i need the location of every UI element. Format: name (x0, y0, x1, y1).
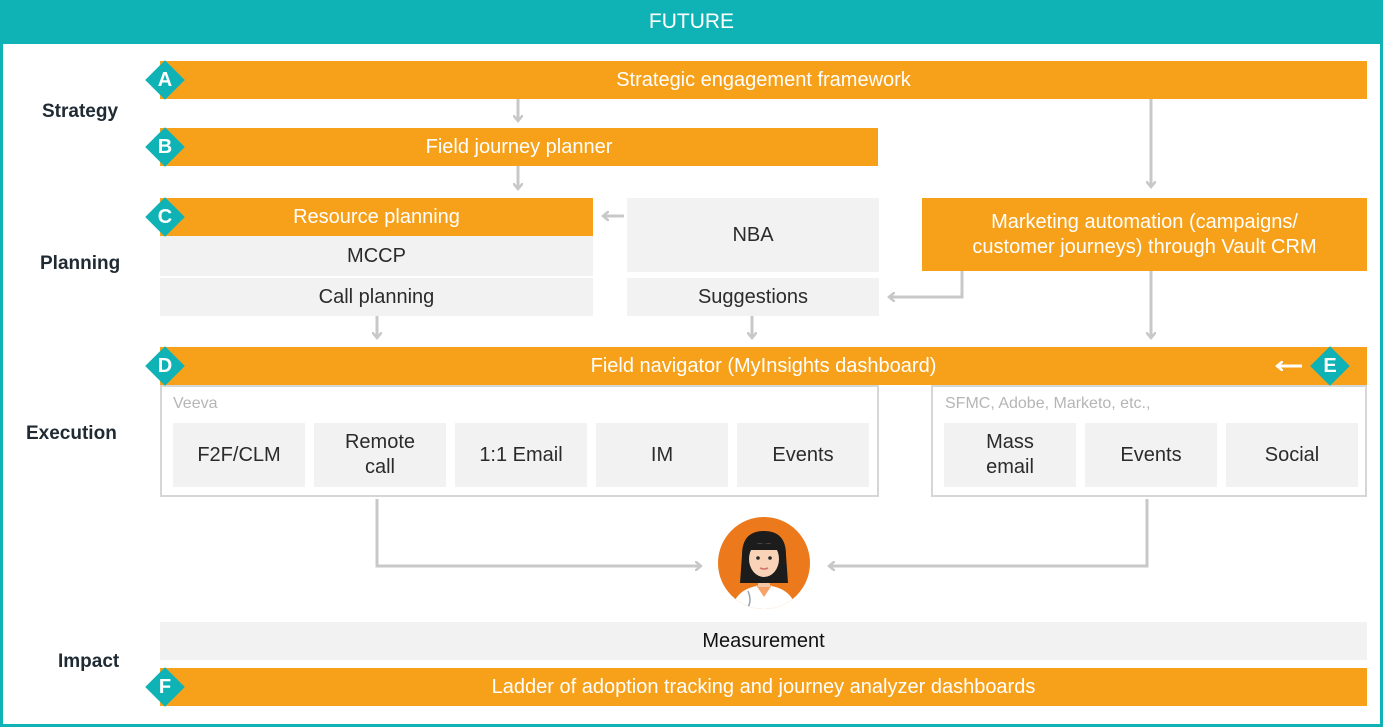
suggestions-bar: Suggestions (627, 278, 879, 316)
marketing-automation-line1: Marketing automation (campaigns/ (991, 210, 1298, 233)
row-label-execution: Execution (26, 423, 117, 444)
mccp-bar: MCCP (160, 236, 593, 276)
veeva-tile-line1: 1:1 Email (479, 443, 563, 466)
call-planning-bar: Call planning (160, 278, 593, 316)
other-platform-tile-line2: email (986, 456, 1034, 478)
resource-planning-bar: Resource planning (160, 198, 593, 236)
badge-f: F (145, 667, 185, 707)
badge-a: A (145, 60, 185, 100)
doctor-avatar-icon (718, 517, 810, 609)
other-platform-tile: Social (1226, 423, 1358, 487)
other-platform-tile: Events (1085, 423, 1217, 487)
marketing-automation-line2: customer journeys) through Vault CRM (972, 235, 1317, 258)
field-navigator-bar: Field navigator (MyInsights dashboard) (160, 347, 1367, 385)
strategic-engagement-framework-bar: Strategic engagement framework (160, 61, 1367, 99)
badge-e: E (1310, 346, 1350, 386)
row-label-planning: Planning (40, 253, 121, 274)
veeva-tile: Events (737, 423, 869, 487)
veeva-tile-line1: F2F/CLM (197, 443, 281, 466)
measurement-bar: Measurement (160, 622, 1367, 660)
veeva-tile: Remote call (314, 423, 446, 487)
field-journey-planner-bar: Field journey planner (160, 128, 878, 166)
veeva-label: Veeva (173, 395, 218, 412)
marketing-automation-box: Marketing automation (campaigns/ custome… (922, 198, 1367, 271)
other-platform-tile-line1: Mass (986, 431, 1034, 453)
row-label-impact: Impact (58, 651, 120, 672)
veeva-tile-line1: Events (772, 443, 834, 466)
other-platforms-label: SFMC, Adobe, Marketo, etc., (945, 395, 1151, 412)
veeva-tile: 1:1 Email (455, 423, 587, 487)
veeva-tile: IM (596, 423, 728, 487)
veeva-tile-line1: Remote (344, 431, 416, 453)
badge-c: C (145, 197, 185, 237)
nba-box: NBA (627, 198, 879, 272)
veeva-tile-line1: IM (650, 443, 674, 466)
ladder-of-adoption-bar: Ladder of adoption tracking and journey … (160, 668, 1367, 706)
header-future: FUTURE (0, 0, 1383, 44)
row-label-strategy: Strategy (42, 101, 119, 122)
veeva-tile: F2F/CLM (173, 423, 305, 487)
other-platform-tile-line1: Events (1120, 443, 1182, 466)
veeva-tile-line2: call (364, 456, 395, 478)
badge-b: B (145, 127, 185, 167)
other-platform-tile-line1: Social (1264, 443, 1320, 466)
other-platform-tile: Mass email (944, 423, 1076, 487)
badge-d: D (145, 346, 185, 386)
